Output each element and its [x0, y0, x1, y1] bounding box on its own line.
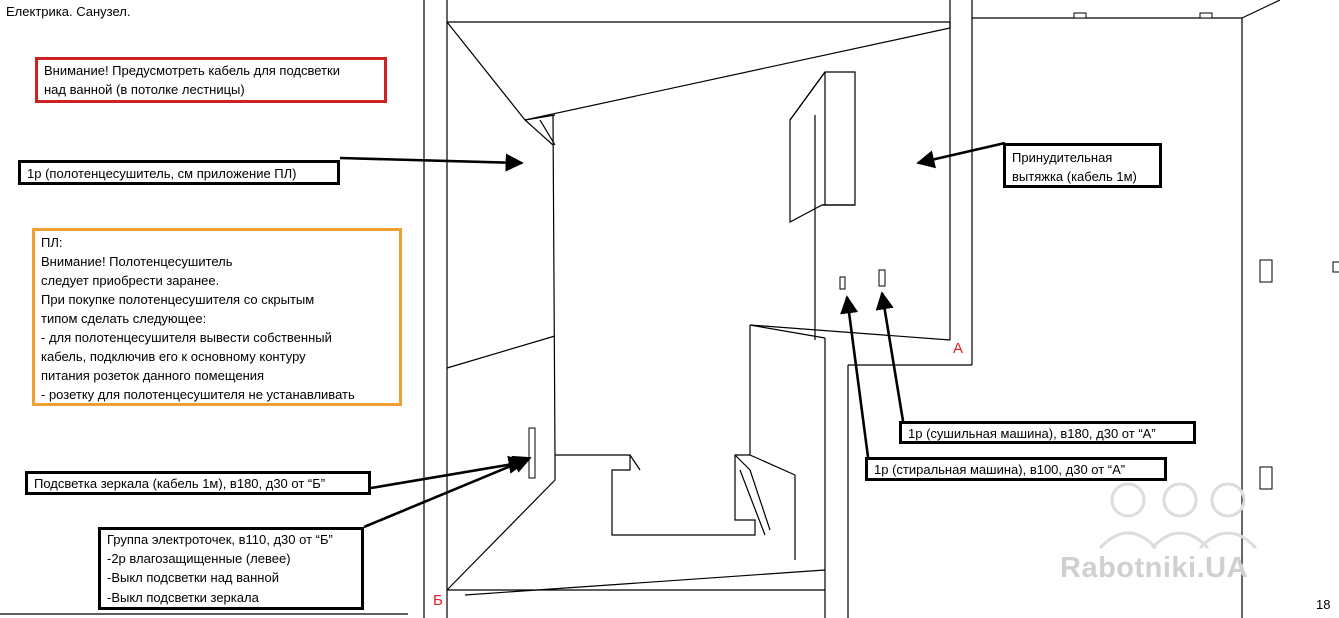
washer-socket-label: 1р (стиральная машина), в100, д30 от “А” [865, 457, 1167, 481]
exhaust-label: Принудительная вытяжка (кабель 1м) [1003, 143, 1162, 188]
outlet-right-lower [1259, 466, 1273, 490]
arrow-towel-dryer [339, 153, 524, 172]
arrow-mirror-light [370, 455, 527, 490]
watermark-figures [1098, 482, 1258, 550]
exhaust-duct-box [789, 71, 856, 223]
washer-socket [839, 276, 846, 290]
ceiling-fixture-2 [1199, 12, 1213, 19]
reference-mark-b: Б [433, 592, 443, 609]
towel-dryer-appendix-note: ПЛ: Внимание! Полотенцесушитель следует … [32, 228, 402, 406]
arrow-exhaust [916, 141, 1006, 169]
mirror-light-fixture [528, 427, 536, 479]
ceiling-slope [446, 21, 951, 121]
ceiling-fixture-1 [1073, 12, 1087, 19]
outlet-group-label: Группа электроточек, в110, д30 от “Б” -2… [98, 527, 364, 610]
back-wall-left [552, 114, 556, 456]
arrow-dryer [875, 291, 905, 422]
dryer-socket-label: 1р (сушильная машина), в180, д30 от “А” [899, 421, 1196, 444]
arrow-washer [840, 295, 870, 458]
dryer-socket [878, 269, 886, 287]
arrow-outlet-group [363, 455, 532, 529]
page-title: Електрика. Санузел. [6, 4, 131, 19]
reference-mark-a: А [953, 340, 964, 357]
page-number: 18 [1316, 597, 1331, 612]
outlet-right-upper [1259, 259, 1273, 283]
watermark-text: Rabotniki.UA [1060, 552, 1249, 584]
floor-outline [555, 454, 756, 536]
bath-light-warning-note: Внимание! Предусмотреть кабель для подсв… [35, 57, 387, 103]
towel-dryer-label: 1р (полотенцесушитель, см приложение ПЛ) [18, 160, 340, 185]
mirror-light-label: Подсветка зеркала (кабель 1м), в180, д30… [25, 471, 371, 495]
